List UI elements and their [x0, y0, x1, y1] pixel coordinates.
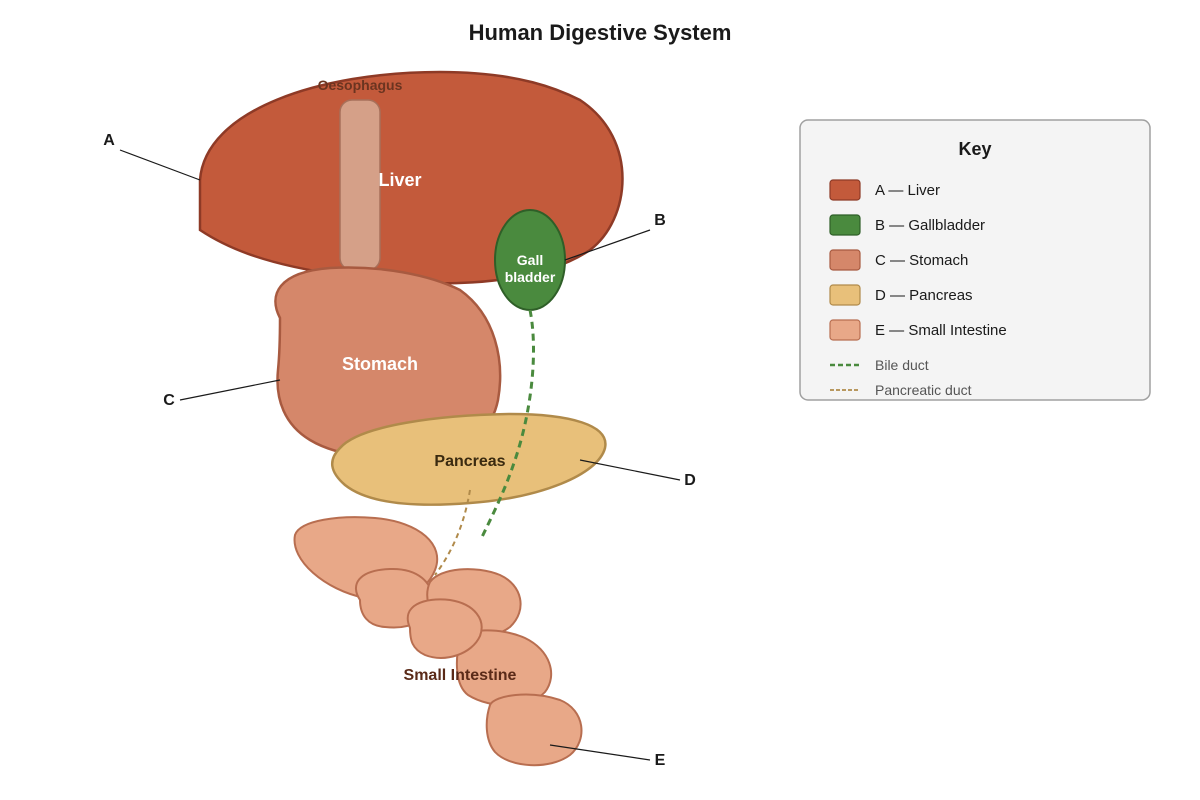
callout-label-d: D: [684, 472, 696, 489]
small-intestine-label: Small Intestine: [404, 667, 517, 684]
key-swatch-small-intestine: [829, 319, 861, 341]
small-intestine-loop-6: [485, 693, 583, 767]
key-swatch-pancreas: [829, 284, 861, 306]
key-swatch-stomach: [829, 249, 861, 271]
key-label-small-intestine: E — Small Intestine: [875, 322, 1007, 339]
pancreatic-duct: [434, 489, 471, 576]
key-swatch-liver: [829, 179, 861, 201]
key-label-pancreatic-duct: Pancreatic duct: [875, 382, 972, 398]
key-label-bile-duct: Bile duct: [875, 357, 929, 373]
pancreas-label: Pancreas: [434, 453, 505, 470]
key-entry-stomach: C — Stomach: [829, 249, 968, 271]
oesophagus-shape: [339, 99, 381, 271]
key-entry-pancreatic-duct: Pancreatic duct: [830, 382, 972, 398]
callout-label-e: E: [655, 752, 666, 769]
small-intestine-loop-5: [406, 598, 483, 659]
key-label-liver: A — Liver: [875, 182, 940, 199]
small-intestine-loop-4: [455, 629, 553, 707]
callout-line-c: [179, 379, 281, 401]
key-label-pancreas: D — Pancreas: [875, 287, 973, 304]
bile-duct: [480, 309, 535, 538]
key-label-stomach: C — Stomach: [875, 252, 968, 269]
key-title: Key: [958, 139, 991, 159]
callout-label-a: A: [103, 132, 115, 149]
callout-line-b: [564, 229, 651, 261]
key-box: [799, 119, 1151, 401]
key-panel: Key A — Liver B — Gallbladder C — Stomac…: [799, 119, 1151, 401]
callout-line-e: [549, 744, 651, 761]
diagram-title: Human Digestive System: [469, 20, 732, 45]
key-entry-liver: A — Liver: [829, 179, 940, 201]
oesophagus-label: Oesophagus: [318, 77, 403, 93]
key-entry-small-intestine: E — Small Intestine: [829, 319, 1007, 341]
stomach-label: Stomach: [342, 354, 418, 374]
gallbladder-label-line1: Gall: [517, 252, 543, 268]
callout-line-d: [579, 459, 681, 481]
liver-label: Liver: [378, 170, 421, 190]
callout-label-b: B: [654, 212, 666, 229]
callout-label-c: C: [163, 392, 175, 409]
gallbladder-label-line2: bladder: [505, 269, 556, 285]
pancreas-shape: [331, 412, 607, 506]
callout-line-a: [119, 149, 201, 181]
key-swatch-gallbladder: [829, 214, 861, 236]
key-label-gallbladder: B — Gallbladder: [875, 217, 985, 234]
key-entry-gallbladder: B — Gallbladder: [829, 214, 985, 236]
key-entry-bile-duct: Bile duct: [830, 357, 929, 373]
key-entry-pancreas: D — Pancreas: [829, 284, 973, 306]
